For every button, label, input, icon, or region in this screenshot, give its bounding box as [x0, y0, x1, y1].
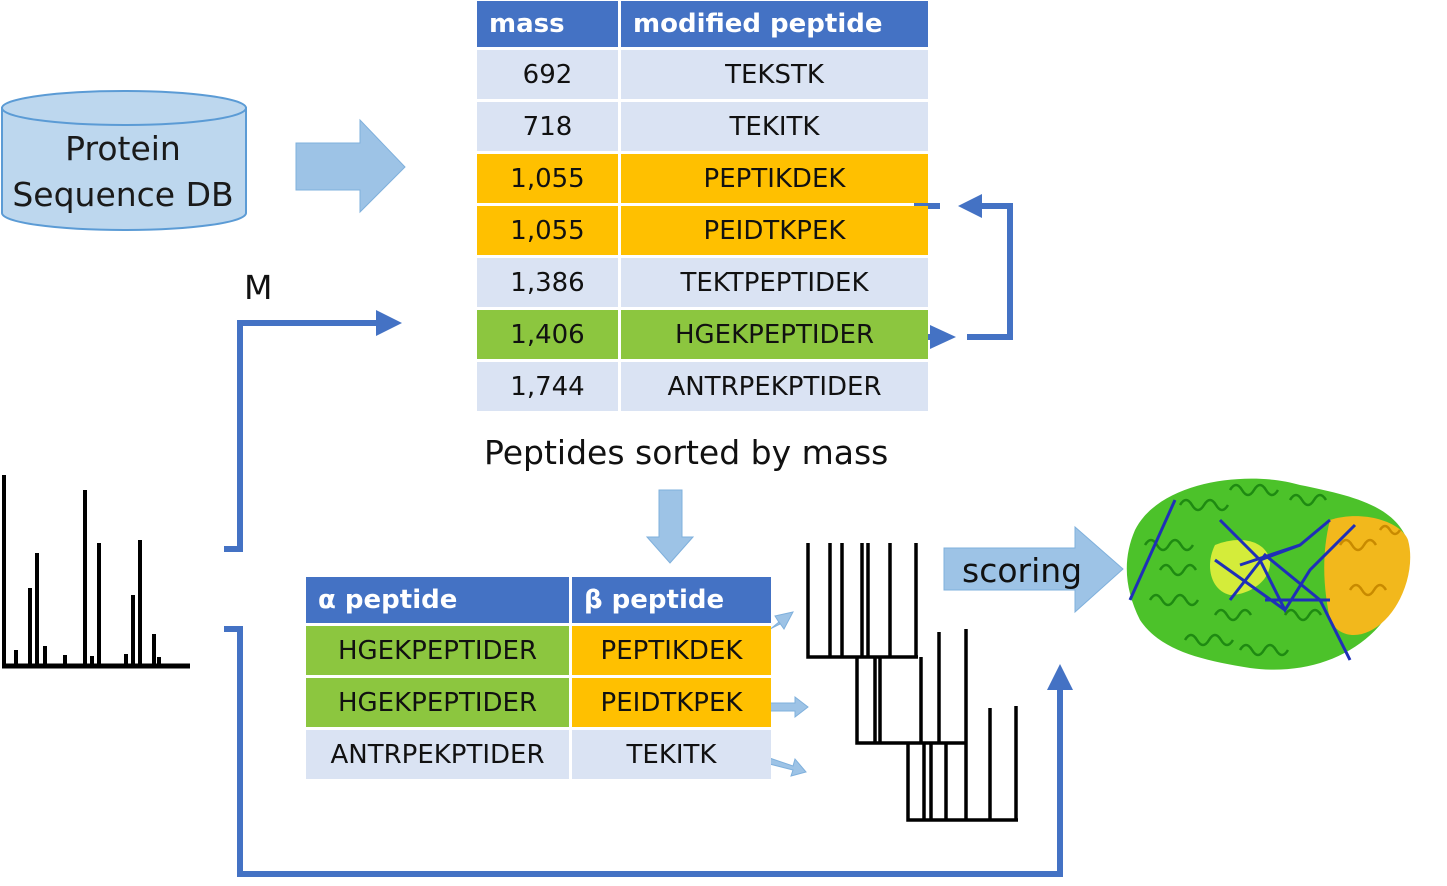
theoretical-spectra-icon: [806, 543, 1018, 822]
table-row: 1,406 HGEKPEPTIDER: [477, 310, 928, 359]
header-modified-peptide: modified peptide: [621, 1, 928, 47]
database-label-line2: Sequence DB: [12, 175, 234, 214]
database-cylinder-icon: [1, 90, 247, 231]
peptide-cell: TEKTPEPTIDEK: [621, 258, 928, 307]
peptide-cell: PEPTIKDEK: [621, 154, 928, 203]
table-row: 692 TEKSTK: [477, 50, 928, 99]
mass-connector-arrow: [224, 310, 402, 552]
table-header-row: mass modified peptide: [477, 1, 928, 47]
db-to-table-arrow: [295, 118, 406, 214]
header-mass: mass: [477, 1, 618, 47]
mass-cell: 1,055: [477, 154, 618, 203]
table-row: 718 TEKITK: [477, 102, 928, 151]
protein-structure-icon: [1126, 478, 1411, 670]
database-label: Protein Sequence DB: [0, 126, 246, 218]
table-header-row: α peptide β peptide: [306, 577, 771, 623]
scoring-arrow: [943, 525, 1124, 614]
precursor-mass-label: M: [244, 268, 273, 307]
peptide-cell: PEIDTKPEK: [621, 206, 928, 255]
mass-cell: 1,386: [477, 258, 618, 307]
mass-cell: 1,406: [477, 310, 618, 359]
mass-cell: 1,055: [477, 206, 618, 255]
peptide-cell: TEKSTK: [621, 50, 928, 99]
header-alpha-peptide: α peptide: [306, 577, 569, 623]
beta-cell: PEIDTKPEK: [572, 678, 771, 727]
mass-cell: 1,744: [477, 362, 618, 411]
table-row: HGEKPEPTIDER PEPTIKDEK: [306, 626, 771, 675]
sorted-to-pairs-arrow: [645, 489, 695, 564]
table-row: 1,744 ANTRPEKPTIDER: [477, 362, 928, 411]
peptide-cell: TEKITK: [621, 102, 928, 151]
peptide-cell: ANTRPEKPTIDER: [621, 362, 928, 411]
peptide-cell: HGEKPEPTIDER: [621, 310, 928, 359]
pairing-loop-arrow: [958, 194, 1013, 340]
peptide-pair-table: α peptide β peptide HGEKPEPTIDER PEPTIKD…: [303, 574, 774, 782]
beta-cell: PEPTIKDEK: [572, 626, 771, 675]
sorted-peptide-table: mass modified peptide 692 TEKSTK 718 TEK…: [474, 0, 931, 414]
alpha-cell: HGEKPEPTIDER: [306, 626, 569, 675]
mass-cell: 692: [477, 50, 618, 99]
table-row: 1,055 PEPTIKDEK: [477, 154, 928, 203]
table-row: 1,386 TEKTPEPTIDEK: [477, 258, 928, 307]
spectrum-icon: [2, 475, 190, 669]
beta-cell: TEKITK: [572, 730, 771, 779]
alpha-cell: HGEKPEPTIDER: [306, 678, 569, 727]
spectrum-to-scoring-connector: [224, 626, 1073, 877]
header-beta-peptide: β peptide: [572, 577, 771, 623]
mass-cell: 718: [477, 102, 618, 151]
table-row: HGEKPEPTIDER PEIDTKPEK: [306, 678, 771, 727]
scoring-label: scoring: [962, 551, 1083, 590]
table-row: 1,055 PEIDTKPEK: [477, 206, 928, 255]
alpha-cell: ANTRPEKPTIDER: [306, 730, 569, 779]
sorted-caption: Peptides sorted by mass: [484, 433, 889, 472]
table-row: ANTRPEKPTIDER TEKITK: [306, 730, 771, 779]
database-label-line1: Protein: [65, 129, 181, 168]
